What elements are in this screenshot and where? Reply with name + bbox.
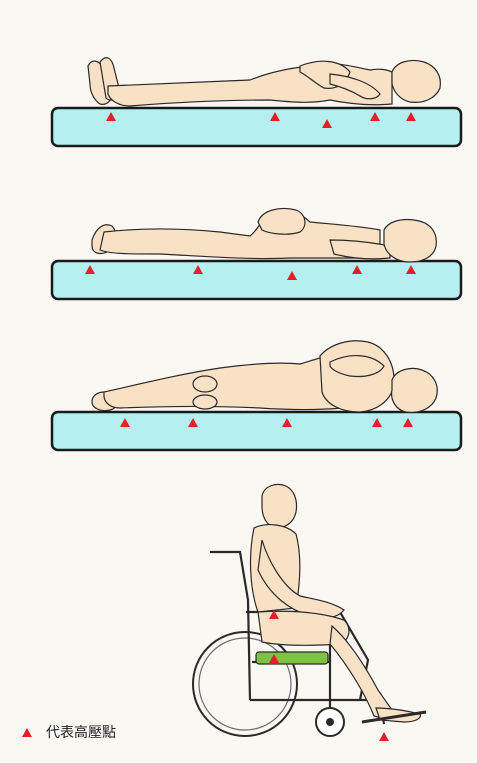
supine-body: [88, 58, 440, 106]
red-triangle-icon: [22, 728, 32, 737]
seated-person: [251, 484, 421, 722]
legend: 代表高壓點: [22, 722, 116, 742]
mattress: [52, 412, 461, 450]
mattress: [52, 261, 461, 299]
side-lying-body: [92, 341, 437, 413]
panel-wheelchair: [193, 484, 426, 741]
prone-body: [92, 209, 436, 263]
legend-label: 代表高壓點: [46, 722, 116, 742]
pressure-point-marker: [379, 732, 389, 741]
panel-prone: [52, 209, 461, 300]
panel-side-lying: [52, 341, 461, 450]
seat-cushion: [256, 652, 328, 664]
wheelchair-wheel: [193, 632, 297, 736]
mattress: [52, 108, 461, 146]
panel-supine: [52, 58, 461, 146]
